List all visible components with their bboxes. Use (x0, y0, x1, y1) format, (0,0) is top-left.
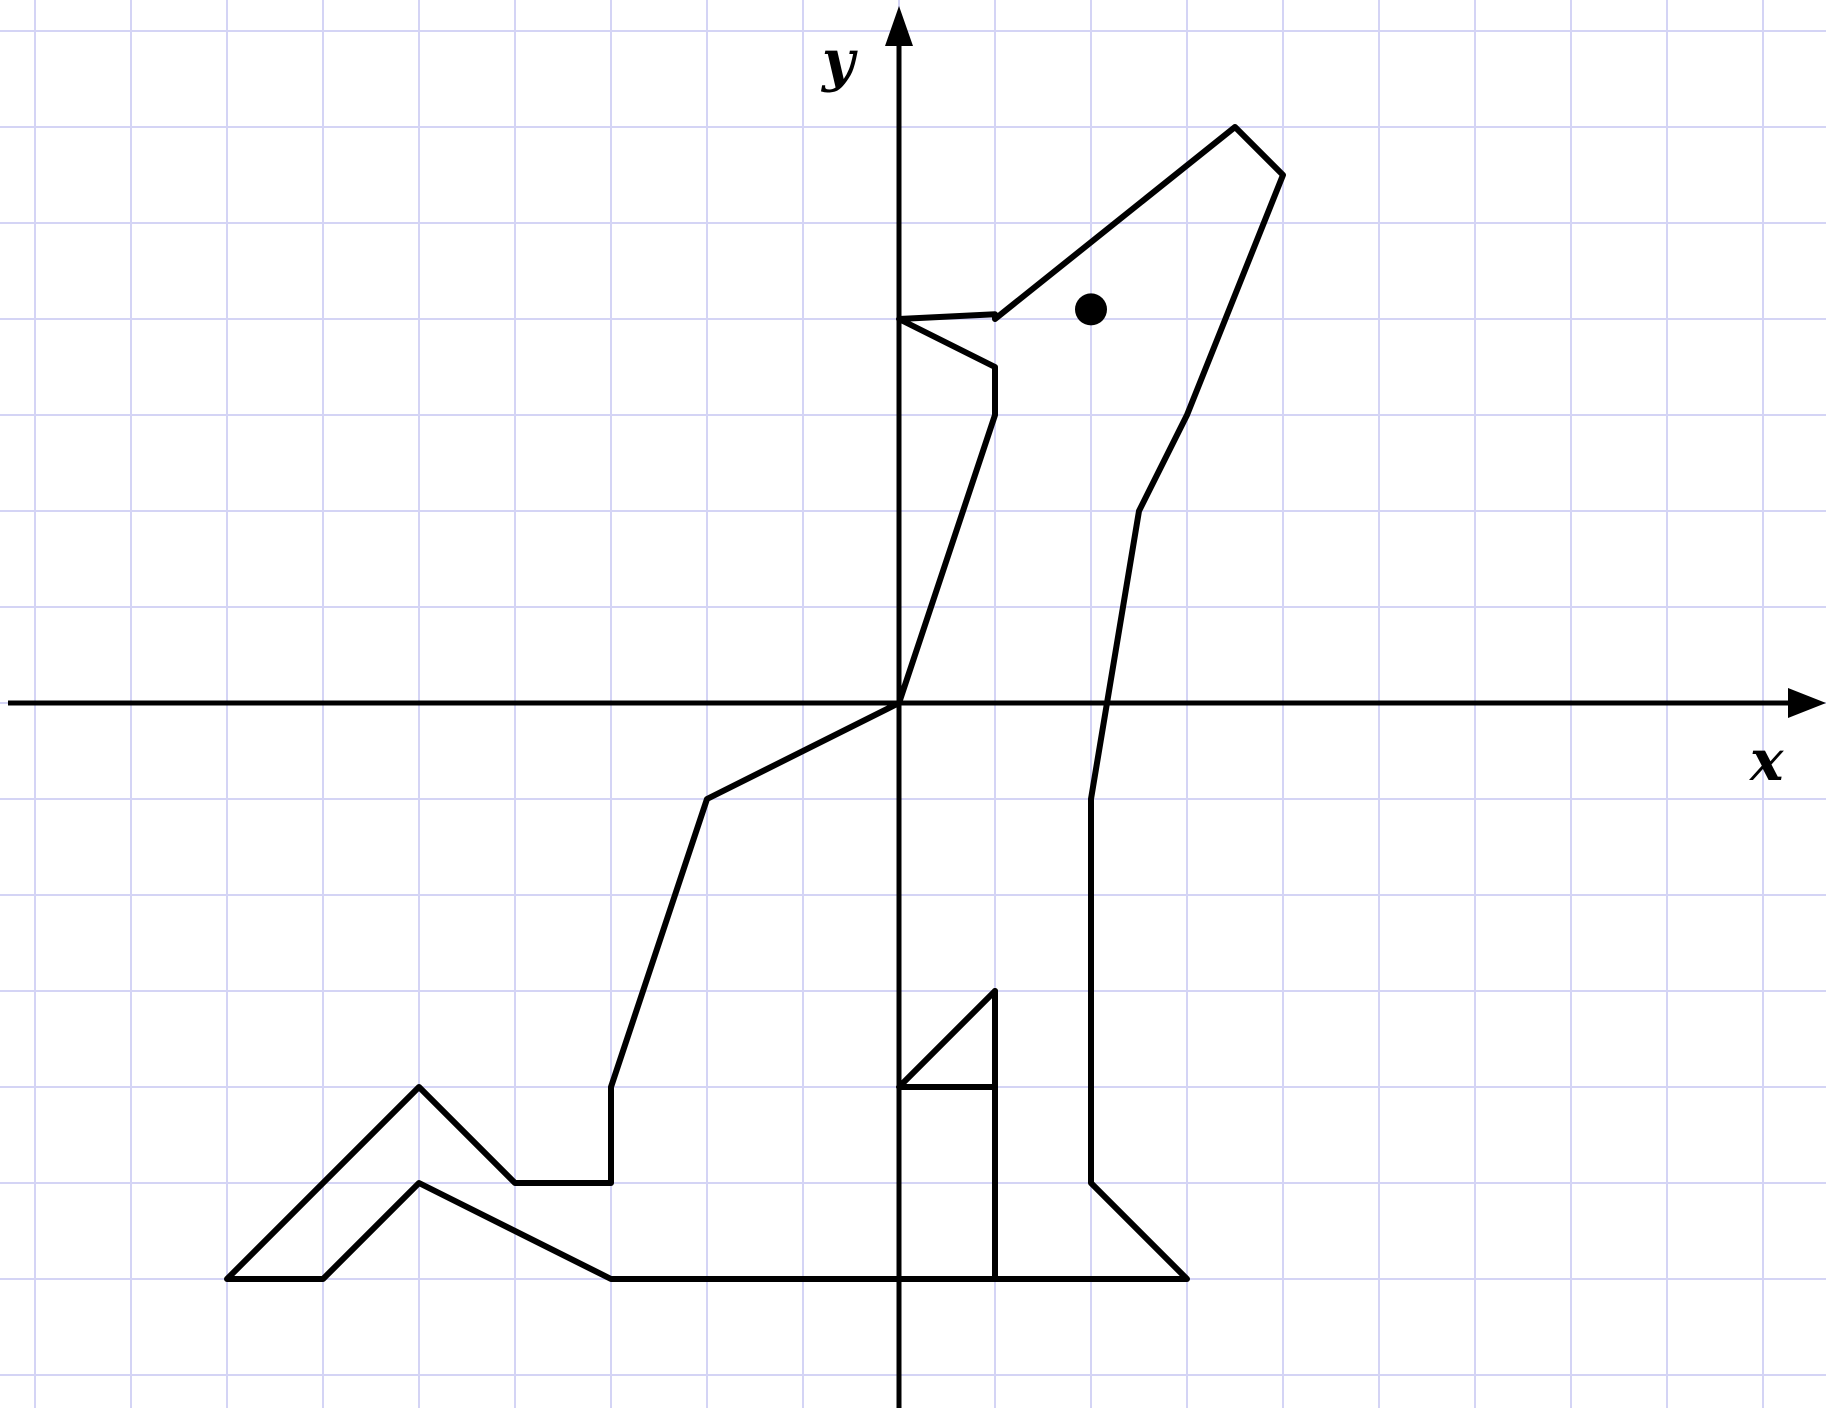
y-axis-arrowhead (885, 6, 913, 46)
x-axis-arrowhead (1788, 688, 1826, 718)
x-axis-label: x (1749, 728, 1784, 794)
dog-figure (224, 124, 1286, 1282)
y-axis-label: y (820, 28, 858, 94)
dog-eye-dot (1075, 293, 1107, 326)
dog-body-outline (224, 124, 1286, 1282)
coordinate-axes: x y (8, 6, 1826, 1408)
dog-paw-triangle (896, 988, 998, 1090)
